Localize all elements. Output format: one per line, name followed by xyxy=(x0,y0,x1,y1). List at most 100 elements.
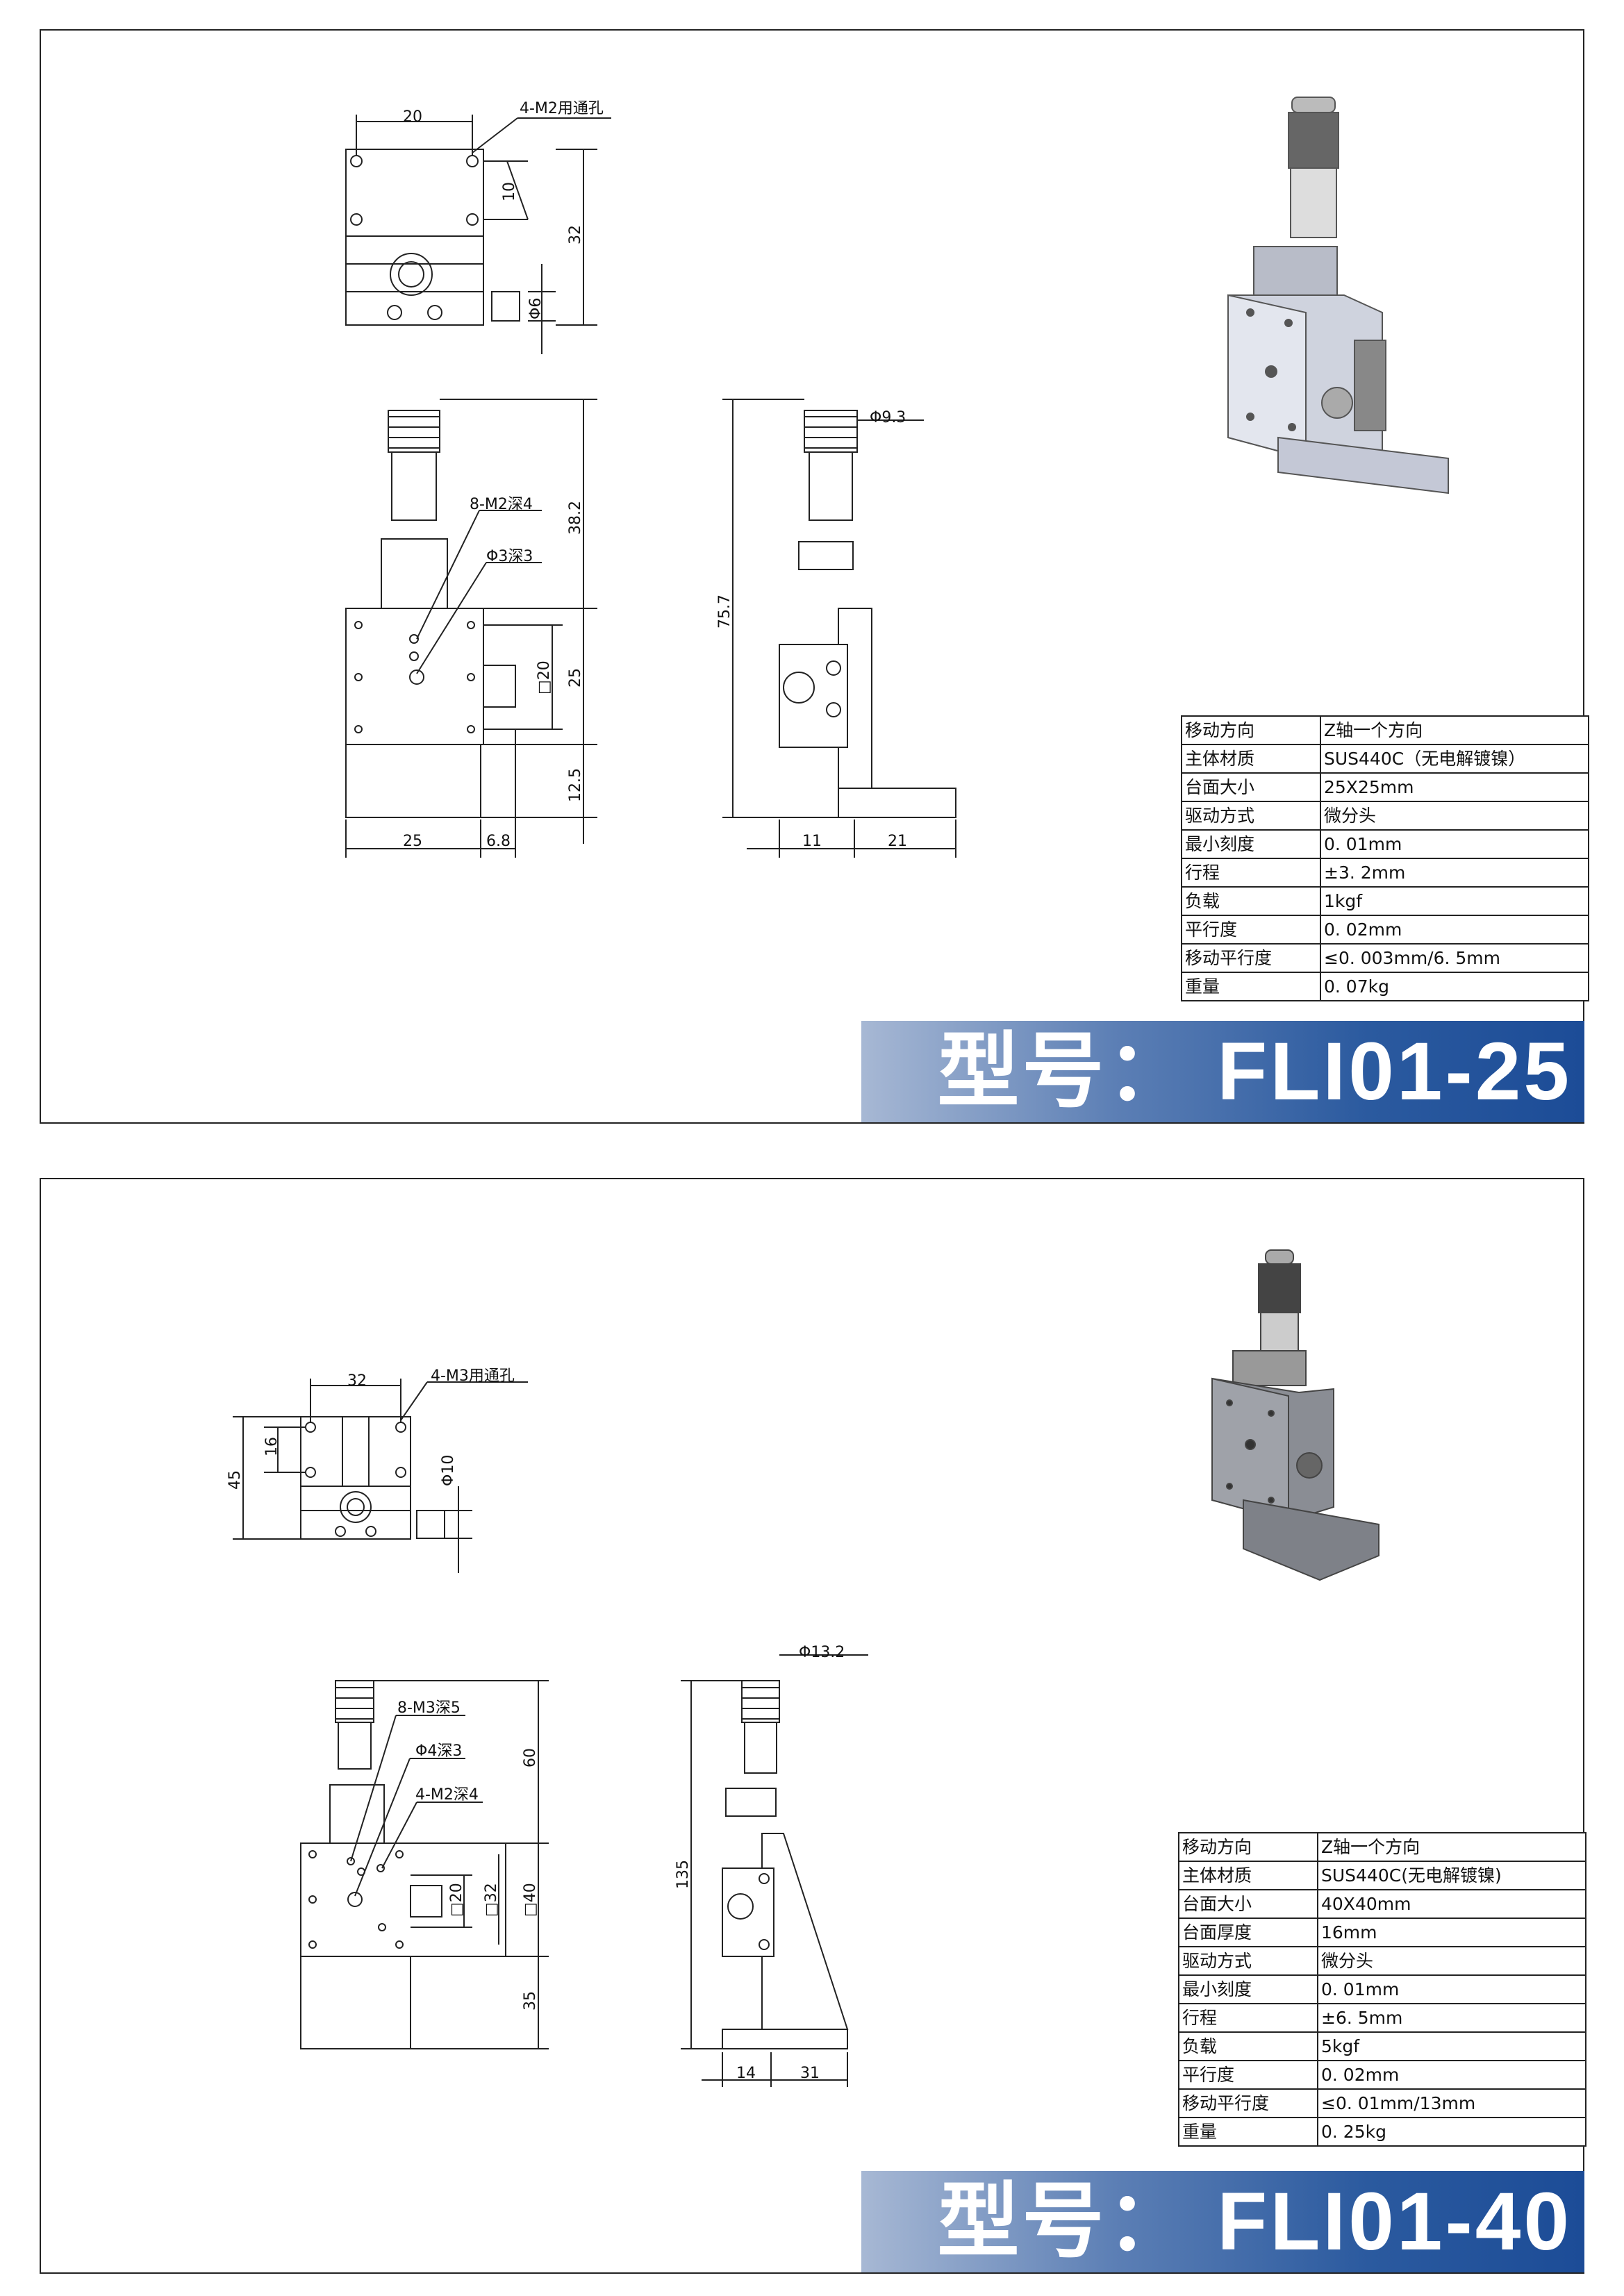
dim-label: 60 xyxy=(522,1748,539,1767)
spec-label: 驱动方式 xyxy=(1181,801,1321,831)
front-view xyxy=(300,1680,549,2049)
spec-value: 0. 01mm xyxy=(1320,829,1589,859)
product-render-image xyxy=(1227,97,1449,494)
spec-value: 0. 07kg xyxy=(1320,972,1589,1001)
spec-label: 移动方向 xyxy=(1178,1832,1318,1862)
dim-label: 25 xyxy=(567,668,584,688)
spec-label: 行程 xyxy=(1181,858,1321,888)
top-view xyxy=(345,115,611,354)
spec-label: 最小刻度 xyxy=(1181,829,1321,859)
dim-label: 45 xyxy=(226,1470,244,1490)
dim-label: Φ9.3 xyxy=(870,409,906,426)
dim-label: 16 xyxy=(263,1437,281,1456)
spec-label: 最小刻度 xyxy=(1178,1974,1318,2004)
spec-value: 0. 01mm xyxy=(1317,1974,1586,2004)
table-row: 行程±6. 5mm xyxy=(1178,2003,1586,2033)
side-view xyxy=(681,1654,868,2087)
table-row: 移动平行度≤0. 01mm/13mm xyxy=(1178,2088,1586,2118)
spec-label: 移动平行度 xyxy=(1181,943,1321,973)
spec-value: 0. 25kg xyxy=(1317,2117,1586,2147)
dim-label: 32 xyxy=(567,225,584,244)
spec-value: 25X25mm xyxy=(1320,772,1589,802)
spec-label: 移动方向 xyxy=(1181,715,1321,745)
spec-value: 5kgf xyxy=(1317,2031,1586,2061)
dim-label: 4-M2用通孔 xyxy=(520,100,604,117)
spec-label: 平行度 xyxy=(1181,915,1321,945)
spec-label: 台面大小 xyxy=(1181,772,1321,802)
spec-label: 移动平行度 xyxy=(1178,2088,1318,2118)
spec-value: Z轴一个方向 xyxy=(1320,715,1589,745)
dim-label: 4-M2深4 xyxy=(415,1786,479,1804)
spec-value: SUS440C（无电解镀镍） xyxy=(1320,744,1589,774)
dim-label: 6.8 xyxy=(486,833,511,850)
spec-label: 重量 xyxy=(1181,972,1321,1001)
model-banner: 型号： FLI01-40 xyxy=(861,2171,1584,2272)
spec-value: 0. 02mm xyxy=(1320,915,1589,945)
dim-label: Φ6 xyxy=(527,298,545,319)
dim-label: 32 xyxy=(347,1372,367,1390)
table-row: 驱动方式微分头 xyxy=(1178,1946,1586,1976)
dim-label: 4-M3用通孔 xyxy=(431,1367,515,1385)
spec-value: Z轴一个方向 xyxy=(1317,1832,1586,1862)
product-render-image xyxy=(1211,1249,1379,1581)
dim-label: 11 xyxy=(802,833,822,850)
dim-label: 25 xyxy=(403,833,422,850)
drawing-fli01-25: 20 4-M2用通孔 10 32 Φ6 8-M2深4 Φ3深3 38.2 □20… xyxy=(345,97,1449,858)
spec-value: ±3. 2mm xyxy=(1320,858,1589,888)
spec-value: 40X40mm xyxy=(1317,1889,1586,1919)
dim-label: 12.5 xyxy=(567,768,584,802)
spec-value: 16mm xyxy=(1317,1918,1586,1947)
dim-label: Φ3深3 xyxy=(486,548,533,565)
spec-label: 行程 xyxy=(1178,2003,1318,2033)
spec-value: 0. 02mm xyxy=(1317,2060,1586,2090)
spec-value: 1kgf xyxy=(1320,886,1589,916)
front-view xyxy=(345,399,597,858)
spec-label: 台面厚度 xyxy=(1178,1918,1318,1947)
spec-label: 重量 xyxy=(1178,2117,1318,2147)
dim-label: 14 xyxy=(736,2065,756,2082)
spec-value: SUS440C(无电解镀镍) xyxy=(1317,1861,1586,1890)
spec-value: ≤0. 01mm/13mm xyxy=(1317,2088,1586,2118)
spec-label: 负载 xyxy=(1181,886,1321,916)
spec-label: 主体材质 xyxy=(1181,744,1321,774)
spec-label: 台面大小 xyxy=(1178,1889,1318,1919)
dim-label: 8-M2深4 xyxy=(470,496,533,513)
dim-label: Φ13.2 xyxy=(799,1644,845,1661)
dim-label: 20 xyxy=(403,108,422,126)
spec-value: ≤0. 003mm/6. 5mm xyxy=(1320,943,1589,973)
spec-label: 负载 xyxy=(1178,2031,1318,2061)
table-row: 驱动方式微分头 xyxy=(1181,801,1589,831)
model-banner: 型号： FLI01-25 xyxy=(861,1021,1584,1122)
dim-label: 135 xyxy=(674,1860,692,1889)
dim-label: 35 xyxy=(522,1991,539,2011)
spec-value: ±6. 5mm xyxy=(1317,2003,1586,2033)
dim-label: 10 xyxy=(501,182,518,201)
spec-label: 主体材质 xyxy=(1178,1861,1318,1890)
spec-label: 驱动方式 xyxy=(1178,1946,1318,1976)
dim-label: □20 xyxy=(448,1883,465,1917)
dim-label: 21 xyxy=(888,833,907,850)
dim-label: 8-M3深5 xyxy=(397,1699,461,1717)
spec-value: 微分头 xyxy=(1317,1946,1586,1976)
table-row: 移动平行度≤0. 003mm/6. 5mm xyxy=(1181,943,1589,973)
dim-label: □20 xyxy=(536,660,553,694)
table-row: 行程±3. 2mm xyxy=(1181,858,1589,888)
side-view xyxy=(722,399,956,858)
